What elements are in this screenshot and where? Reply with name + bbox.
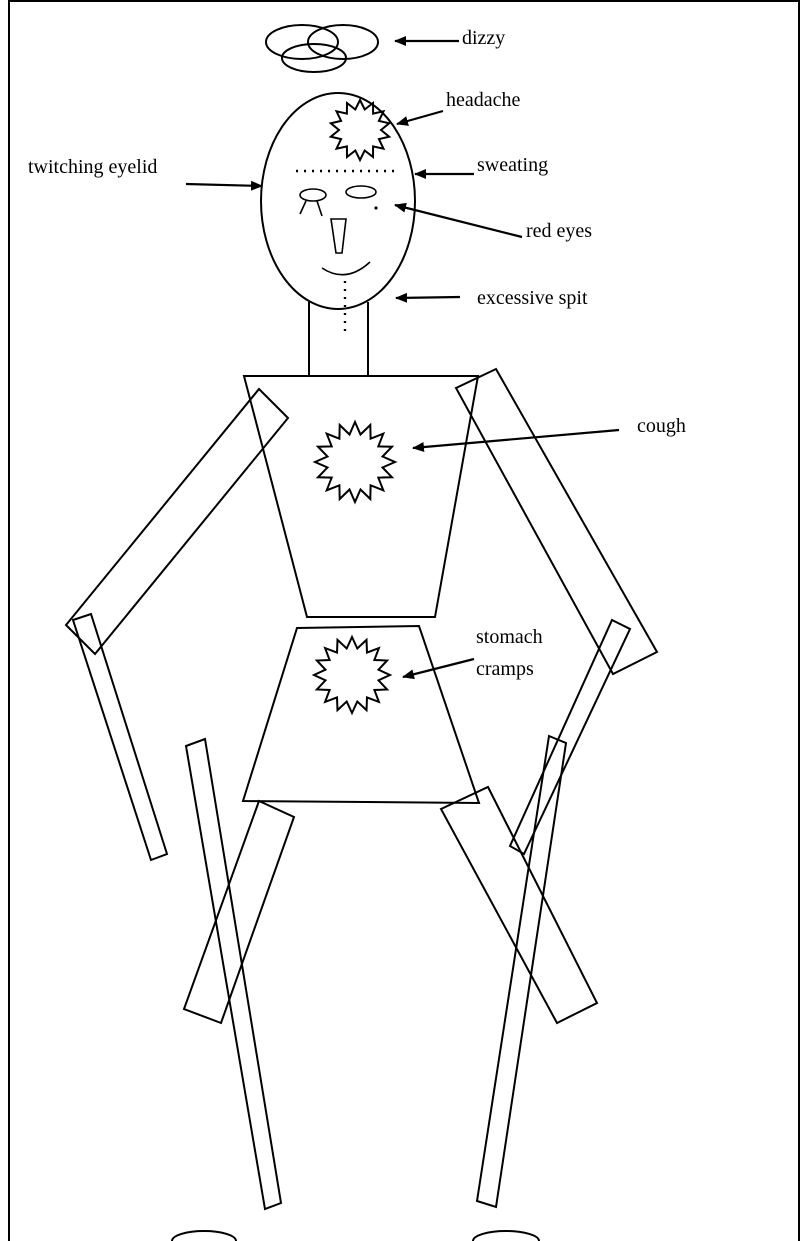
arrow-twitching-eyelid	[186, 184, 262, 186]
right-shin	[477, 736, 566, 1207]
label-twitching-eyelid: twitching eyelid	[28, 156, 157, 178]
label-cough: cough	[637, 415, 686, 437]
label-excessive-spit: excessive spit	[477, 287, 588, 309]
arrow-headache	[397, 111, 443, 124]
dizzy-rings	[266, 25, 378, 72]
headache-burst	[331, 100, 389, 160]
head	[261, 93, 415, 309]
left-shin	[186, 739, 281, 1209]
neck	[309, 302, 368, 376]
label-stomach: stomach	[476, 626, 543, 648]
left-upper-arm	[66, 389, 288, 654]
right-eye	[346, 186, 376, 198]
eyelid-twitch-lines	[300, 201, 322, 216]
hips	[243, 626, 479, 803]
torso	[244, 376, 478, 617]
label-headache: headache	[446, 89, 521, 111]
red-eye-dot	[374, 206, 377, 209]
arrow-stomach-cramps	[403, 659, 474, 677]
cough-burst	[315, 422, 395, 502]
label-cramps: cramps	[476, 658, 534, 680]
left-eye	[300, 189, 326, 201]
label-sweating: sweating	[477, 154, 548, 176]
right-thigh	[441, 787, 597, 1023]
stomach-burst	[314, 637, 390, 713]
label-red-eyes: red eyes	[526, 220, 592, 242]
arrow-cough	[413, 430, 619, 448]
left-foot	[172, 1231, 236, 1241]
label-dizzy: dizzy	[462, 27, 505, 49]
arrow-excessive-spit	[396, 297, 460, 298]
right-foot	[473, 1231, 539, 1241]
page-frame	[9, 1, 799, 1241]
nose	[331, 219, 346, 253]
right-forearm	[510, 620, 630, 854]
left-forearm	[73, 614, 167, 860]
mouth	[322, 262, 370, 275]
